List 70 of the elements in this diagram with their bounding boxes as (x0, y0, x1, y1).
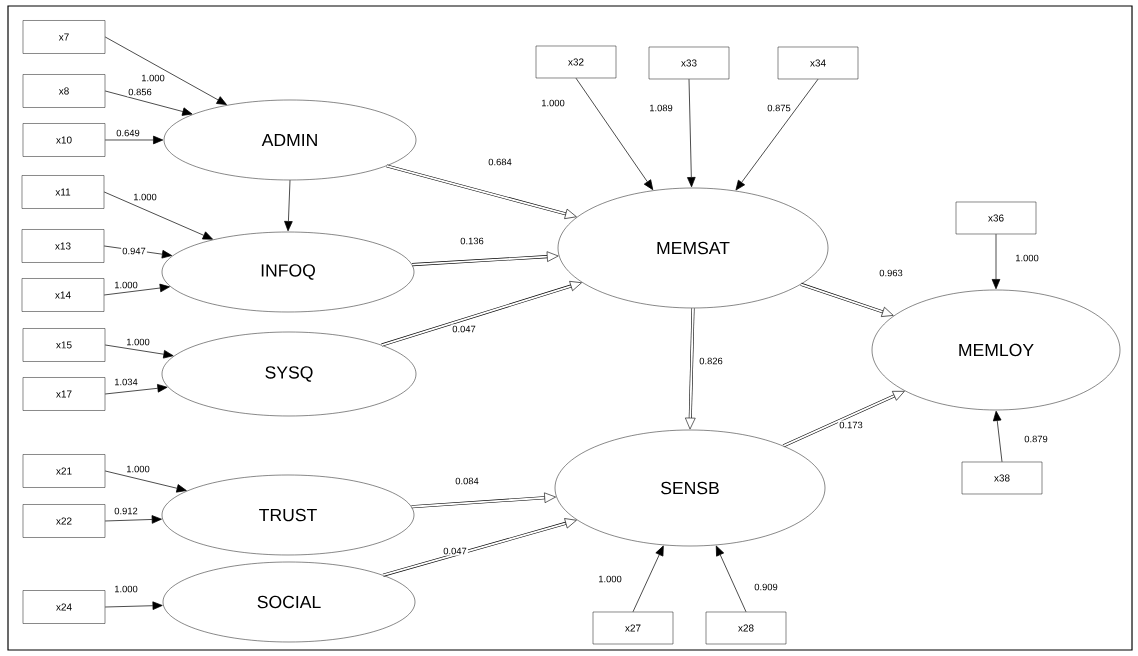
indicator-box: x32 (535, 45, 617, 79)
edge-label: 0.947 (121, 246, 147, 256)
edge-label: 0.047 (442, 546, 468, 556)
indicator-box: x15 (22, 328, 106, 362)
edge-label: 0.856 (127, 87, 153, 97)
path-arrow (993, 410, 1003, 463)
indicator-box: x7 (22, 20, 106, 54)
path-arrow (104, 601, 163, 610)
indicator-box: x36 (955, 201, 1037, 235)
path-arrow (104, 36, 227, 105)
indicator-box: x34 (777, 46, 859, 80)
edge-label: 0.136 (459, 236, 485, 246)
path-arrow (104, 470, 187, 493)
path-arrow (104, 135, 164, 145)
path-arrow (103, 283, 170, 296)
indicator-box: x13 (21, 229, 105, 263)
path-arrow (410, 492, 556, 509)
edge-label: 1.000 (125, 464, 151, 474)
edge-label: 1.000 (132, 192, 158, 202)
edge-label: 0.173 (838, 420, 864, 430)
indicator-box: x17 (22, 377, 106, 411)
indicator-box: x24 (22, 590, 106, 624)
path-arrow (632, 545, 664, 613)
path-arrow (735, 78, 819, 191)
path-arrow (380, 281, 582, 347)
path-arrow (782, 391, 905, 448)
indicator-box: x38 (961, 461, 1043, 495)
edge-label: 1.000 (597, 574, 623, 584)
edge-label: 1.000 (1014, 253, 1040, 263)
path-arrow (104, 515, 162, 524)
edge-label: 0.826 (698, 356, 724, 366)
path-arrow (284, 179, 293, 232)
path-arrow (104, 384, 168, 395)
indicator-box: x10 (22, 123, 106, 157)
edge-label: 1.000 (125, 337, 151, 347)
path-arrow (104, 90, 193, 116)
path-arrow (687, 78, 696, 188)
path-arrow (575, 77, 654, 190)
edge-label: 0.912 (113, 506, 139, 516)
edge-label: 0.909 (753, 582, 779, 592)
edge-label: 1.089 (648, 103, 674, 113)
edge-label: 1.034 (113, 377, 139, 387)
indicator-box: x22 (22, 504, 106, 538)
path-arrow (411, 251, 559, 267)
edge-label: 0.879 (1023, 434, 1049, 444)
edge-label: 0.084 (454, 476, 480, 486)
edge-label: 1.000 (113, 280, 139, 290)
path-arrow (104, 344, 174, 359)
path-arrow (715, 545, 747, 613)
edge-label: 0.047 (451, 324, 477, 334)
indicator-box: x8 (22, 74, 106, 108)
edge-label: 0.963 (878, 268, 904, 278)
indicator-box: x11 (21, 175, 105, 209)
edge-label: 1.000 (140, 73, 166, 83)
path-arrow (385, 164, 577, 219)
indicator-box: x27 (592, 611, 674, 645)
edge-label: 1.000 (540, 98, 566, 108)
path-arrow (799, 282, 894, 317)
indicator-box: x14 (21, 278, 105, 312)
indicator-box: x21 (22, 454, 106, 488)
path-arrow (382, 518, 577, 577)
path-arrow (103, 191, 213, 240)
edge-label: 1.000 (113, 584, 139, 594)
edge-label: 0.649 (115, 128, 141, 138)
path-arrow (991, 233, 1001, 290)
indicator-box: x28 (705, 611, 787, 645)
indicator-box: x33 (648, 46, 730, 80)
path-arrow (685, 307, 696, 430)
edge-label: 0.684 (487, 157, 513, 167)
edge-label: 0.875 (766, 103, 792, 113)
